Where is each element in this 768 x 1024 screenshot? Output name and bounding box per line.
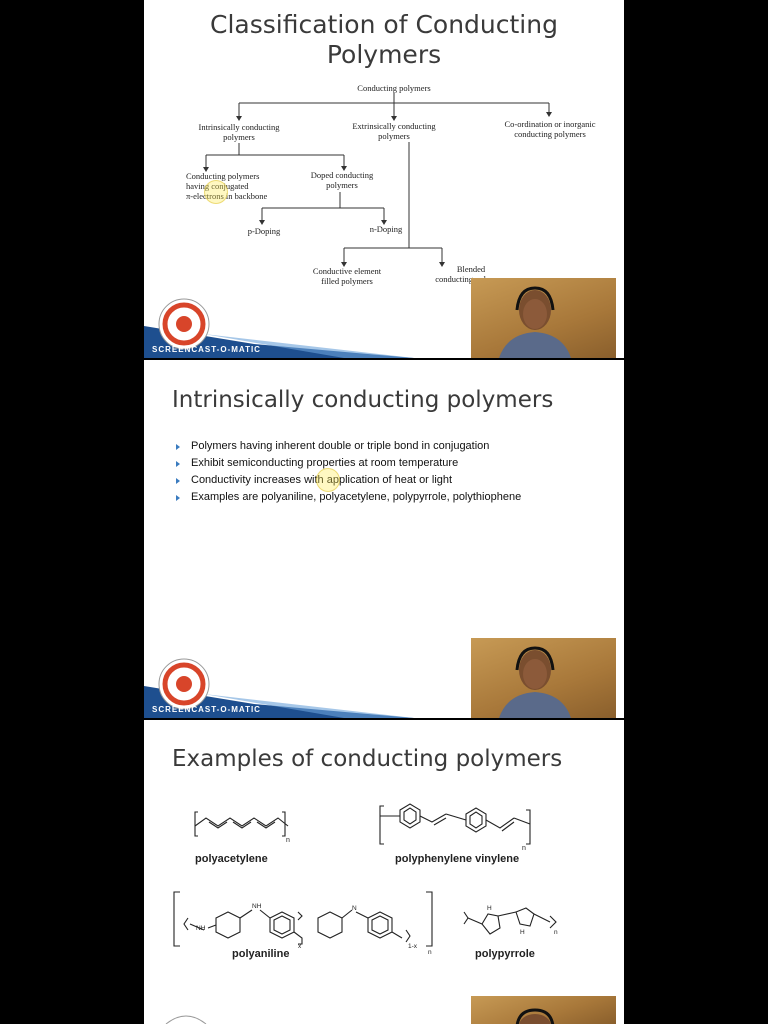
- presenter-video: [471, 996, 616, 1024]
- slide-title: Intrinsically conducting polymers: [172, 387, 554, 413]
- bullet-item: Exhibit semiconducting properties at roo…: [176, 455, 521, 472]
- slide-classification: Classification of Conducting Polymers: [144, 0, 624, 358]
- svg-text:NH: NH: [196, 925, 206, 932]
- pointer-highlight: [316, 468, 340, 492]
- svg-text:n: n: [522, 845, 526, 850]
- label-polyaniline: polyaniline: [232, 948, 290, 960]
- slide-intrinsic: Intrinsically conducting polymers Polyme…: [144, 360, 624, 718]
- svg-text:H: H: [520, 929, 525, 936]
- bullet-list: Polymers having inherent double or tripl…: [176, 438, 521, 506]
- presenter-avatar-icon: [499, 646, 571, 718]
- screencast-watermark: SCREENCAST-O-MATIC: [152, 345, 261, 354]
- footer-band: [144, 298, 414, 358]
- pointer-highlight: [204, 180, 228, 204]
- polyacetylene-structure: n: [194, 811, 290, 844]
- node-conducting-polymers: Conducting polymers: [357, 83, 431, 93]
- label-polyacetylene: polyacetylene: [195, 853, 268, 865]
- bullet-marker-icon: [176, 443, 180, 450]
- presenter-video: [471, 638, 616, 718]
- bullet-marker-icon: [176, 494, 180, 501]
- presenter-avatar-icon: [499, 286, 571, 358]
- svg-text:n: n: [554, 929, 558, 936]
- polyaniline-structure: NH NH N x 1-x n: [173, 891, 433, 956]
- svg-text:1-x: 1-x: [408, 943, 418, 950]
- label-polypyrrole: polypyrrole: [475, 948, 535, 960]
- screencast-watermark: SCREENCAST-O-MATIC: [152, 705, 261, 714]
- classification-tree-lines: [203, 93, 552, 267]
- svg-text:n: n: [428, 949, 432, 956]
- label-ppv: polyphenylene vinylene: [395, 853, 520, 865]
- polypyrrole-structure: H H n: [463, 905, 558, 936]
- presenter-video: [471, 278, 616, 358]
- ppv-structure: n: [379, 803, 531, 850]
- svg-text:H: H: [487, 905, 492, 912]
- bullet-marker-icon: [176, 460, 180, 467]
- svg-text:x: x: [298, 943, 302, 950]
- bullet-item: Examples are polyaniline, polyacetylene,…: [176, 489, 521, 506]
- node-p-doping: p-Doping: [247, 226, 281, 236]
- node-n-doping: n-Doping: [369, 224, 403, 234]
- bullet-item: Polymers having inherent double or tripl…: [176, 438, 521, 455]
- svg-text:NH: NH: [252, 903, 262, 910]
- svg-text:N: N: [352, 905, 357, 912]
- institute-logo-icon: [165, 1015, 207, 1024]
- footer-band: [144, 658, 414, 718]
- slide-examples: Examples of conducting polymers n polyac…: [144, 720, 624, 1024]
- bullet-marker-icon: [176, 477, 180, 484]
- bullet-item: Conductivity increases with application …: [176, 472, 521, 489]
- svg-text:n: n: [286, 837, 290, 844]
- slide-title: Examples of conducting polymers: [172, 746, 563, 772]
- slide-title: Classification of Conducting Polymers: [210, 10, 558, 69]
- presenter-avatar-icon: [515, 1008, 555, 1024]
